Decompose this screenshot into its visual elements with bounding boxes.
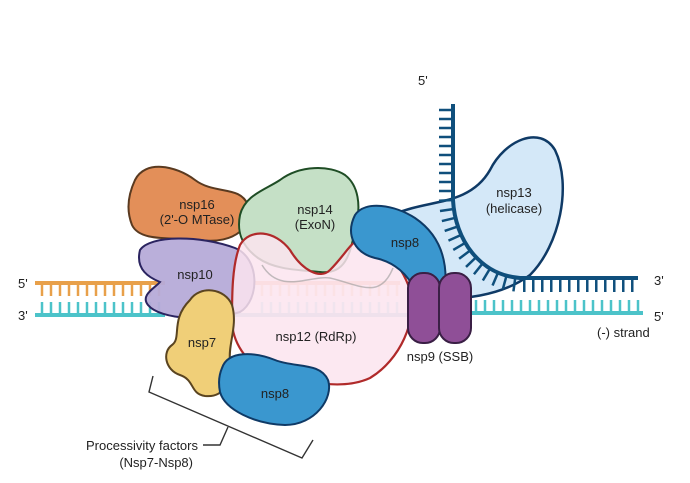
base-tick	[501, 275, 508, 290]
nsp16-role: (2'-O MTase)	[160, 212, 235, 227]
base-tick	[491, 272, 500, 287]
base-tick	[458, 249, 472, 260]
label-right-3prime: 3'	[654, 273, 664, 288]
base-tick	[512, 277, 517, 292]
base-tick	[438, 198, 454, 203]
annotation-leader-line	[203, 426, 229, 446]
base-tick	[481, 267, 492, 282]
label-minus-strand: (-) strand	[597, 325, 650, 340]
nsp10-label: nsp10	[177, 267, 212, 282]
nsp8-upper-label: nsp8	[391, 235, 419, 250]
template-strand	[438, 104, 638, 292]
nsp9-subunit-left	[407, 272, 441, 344]
nsp14-role: (ExoN)	[295, 217, 335, 232]
nsp13-label: nsp13	[496, 185, 531, 200]
nsp16-label: nsp16	[179, 197, 214, 212]
base-tick	[447, 233, 462, 242]
label-right-5prime: 5'	[654, 309, 664, 324]
nsp14-outline-overlap	[261, 264, 394, 289]
processivity-label: Processivity factors	[86, 438, 198, 453]
nsp12-label: nsp12 (RdRp)	[276, 329, 357, 344]
nsp7-shape	[165, 289, 235, 398]
base-tick	[439, 207, 455, 213]
nsp7-label: nsp7	[188, 335, 216, 350]
base-tick	[444, 225, 459, 233]
label-top-5prime: 5'	[418, 73, 428, 88]
processivity-sublabel: (Nsp7-Nsp8)	[119, 455, 193, 470]
nsp8-lower-label: nsp8	[261, 386, 289, 401]
label-left-3prime: 3'	[18, 308, 28, 323]
base-tick	[441, 216, 456, 223]
nsp14-label: nsp14	[297, 202, 332, 217]
base-tick	[452, 241, 466, 252]
processivity-bracket	[148, 375, 314, 459]
nsp8-lower-shape	[217, 353, 331, 427]
nsp13-role: (helicase)	[486, 201, 542, 216]
nsp9-label: nsp9 (SSB)	[407, 349, 473, 364]
label-left-5prime: 5'	[18, 276, 28, 291]
base-tick	[465, 256, 477, 268]
base-tick	[472, 262, 484, 276]
nsp9-subunit-right	[438, 272, 472, 344]
